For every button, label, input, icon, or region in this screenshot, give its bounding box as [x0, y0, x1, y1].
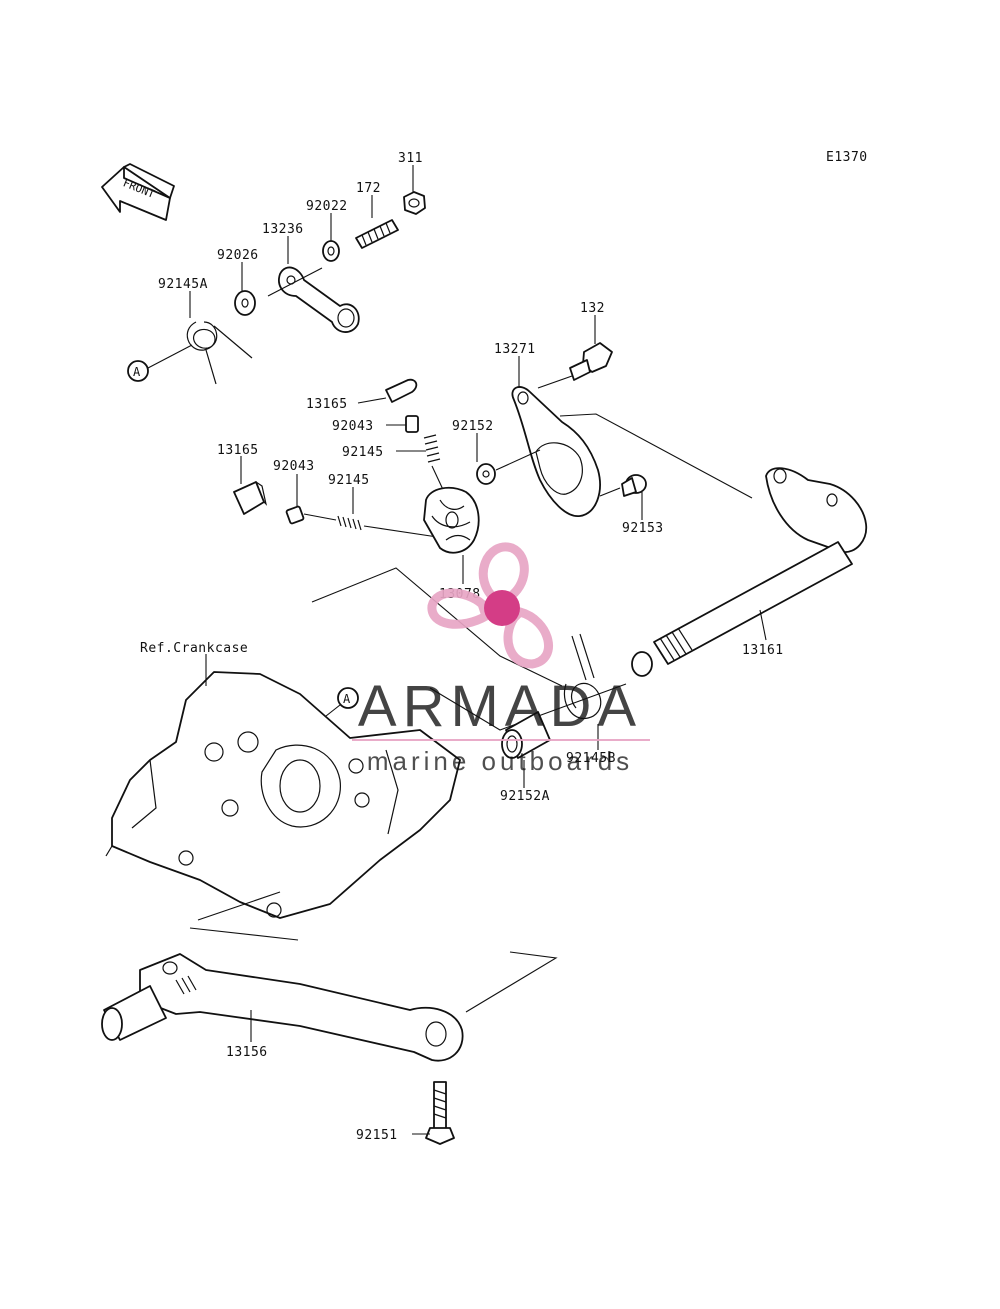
label-311: 311: [398, 151, 423, 166]
label-92153: 92153: [622, 521, 664, 536]
label-92145B: 92145B: [566, 751, 616, 766]
label-92026: 92026: [217, 248, 259, 263]
stud-172: [355, 219, 399, 249]
label-13271: 13271: [494, 342, 536, 357]
watermark-tagline: marine outboards: [367, 746, 633, 776]
plate-13271: [511, 386, 601, 517]
spring-92145-left: [337, 515, 362, 531]
pawl-13165-left: [233, 481, 268, 515]
spring-92145-top: [423, 434, 441, 463]
propeller-logo-icon: [427, 542, 553, 669]
bushing-92152A: [501, 711, 551, 759]
marker-a-top: [127, 360, 149, 382]
armada-watermark: ARMADA marine outboards: [352, 542, 650, 776]
label-13161: 13161: [742, 643, 784, 658]
spring-92145A: [186, 321, 253, 385]
label-92022: 92022: [306, 199, 348, 214]
label-92043-left: 92043: [273, 459, 315, 474]
pin-92043-top: [405, 415, 419, 433]
drum-13078: [423, 486, 480, 554]
label-92145-left: 92145: [328, 473, 370, 488]
shift-pedal-13156: [101, 953, 464, 1062]
marker-a-bottom: [337, 687, 359, 709]
label-ref-crankcase: Ref.Crankcase: [140, 641, 248, 656]
bolt-132: [569, 342, 613, 381]
shift-shaft-13161: [631, 467, 868, 677]
screw-92153: [621, 474, 647, 497]
marker-a-bottom-label: A: [343, 692, 351, 706]
label-13165-left: 13165: [217, 443, 259, 458]
washer-92022: [322, 240, 340, 262]
watermark-brand: ARMADA: [358, 674, 642, 739]
crankcase-reference: [105, 671, 461, 919]
label-92151: 92151: [356, 1128, 398, 1143]
bolt-92151: [425, 1081, 455, 1145]
marker-a-top-label: A: [133, 365, 141, 379]
label-132: 132: [580, 301, 605, 316]
label-13236: 13236: [262, 222, 304, 237]
front-arrow-icon: FRONT: [101, 163, 175, 221]
label-172: 172: [356, 181, 381, 196]
label-92145A: 92145A: [158, 277, 208, 292]
washer-92152: [476, 463, 496, 485]
label-92145-top: 92145: [342, 445, 384, 460]
washer-92026: [234, 290, 256, 316]
pawl-13165-top: [385, 378, 418, 403]
label-92152: 92152: [452, 419, 494, 434]
label-13165-top: 13165: [306, 397, 348, 412]
label-92152A: 92152A: [500, 789, 550, 804]
label-92043-top: 92043: [332, 419, 374, 434]
nut-311: [403, 191, 426, 215]
pin-92043-left: [285, 505, 305, 525]
arm-13236: [278, 266, 360, 333]
diagram-ref-code: E1370: [826, 150, 868, 165]
clip-92145B: [563, 633, 602, 720]
label-13156: 13156: [226, 1045, 268, 1060]
